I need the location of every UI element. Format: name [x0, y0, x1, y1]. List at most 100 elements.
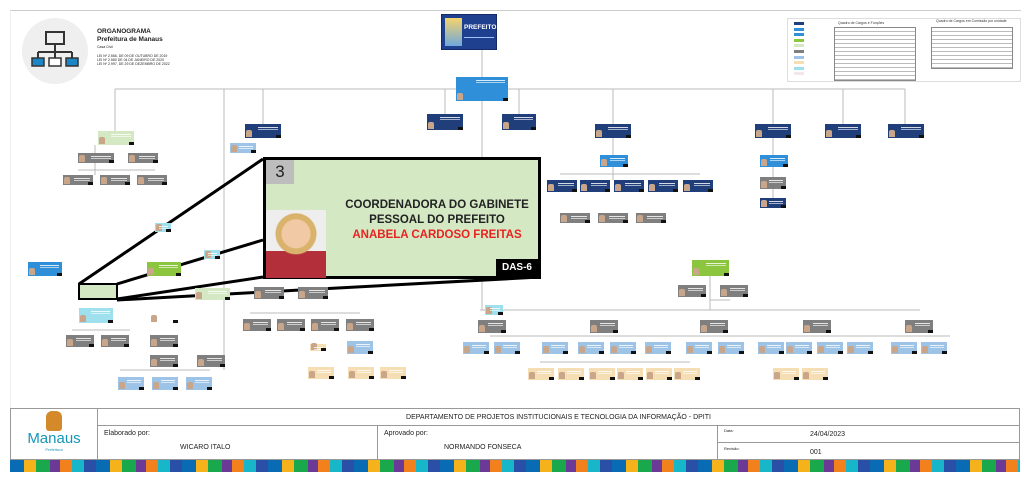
org-unit-box[interactable] — [150, 311, 178, 323]
org-unit-box[interactable] — [773, 368, 799, 380]
level-tag — [108, 320, 113, 323]
org-unit-box[interactable] — [617, 368, 643, 380]
org-unit-box[interactable] — [128, 153, 158, 163]
org-unit-box[interactable] — [817, 342, 843, 354]
org-unit-box[interactable] — [678, 285, 706, 297]
org-unit-box[interactable] — [580, 180, 610, 192]
org-unit-box[interactable] — [645, 342, 671, 354]
org-unit-box[interactable] — [636, 213, 666, 223]
org-unit-box[interactable] — [590, 320, 618, 333]
org-unit-box[interactable] — [311, 319, 339, 331]
org-unit-box[interactable] — [888, 124, 924, 138]
org-unit-box[interactable] — [600, 155, 628, 167]
highlight-callout[interactable]: 3 COORDENADORA DO GABINETE PESSOAL DO PR… — [263, 157, 541, 279]
org-unit-box[interactable] — [547, 180, 577, 192]
org-unit-box[interactable] — [150, 335, 178, 347]
org-unit-box[interactable] — [683, 180, 713, 192]
org-unit-box[interactable] — [380, 367, 406, 379]
org-unit-box[interactable] — [478, 320, 506, 333]
org-unit-box[interactable] — [186, 377, 212, 390]
org-unit-box[interactable] — [310, 343, 326, 351]
org-unit-box[interactable] — [78, 153, 114, 163]
org-unit-box[interactable] — [118, 377, 144, 390]
org-unit-box[interactable] — [101, 335, 129, 347]
org-unit-box[interactable] — [348, 367, 374, 379]
org-unit-box[interactable] — [686, 342, 712, 354]
org-unit-box[interactable] — [298, 287, 328, 299]
org-unit-box[interactable] — [595, 124, 631, 138]
org-unit-box[interactable] — [720, 285, 748, 297]
prefeito-box[interactable]: PREFEITO — [441, 14, 497, 50]
logo-text: Manaus — [27, 430, 81, 447]
org-unit-box[interactable] — [254, 287, 284, 299]
org-unit-box[interactable] — [825, 124, 861, 138]
org-unit-box[interactable] — [243, 319, 271, 331]
org-unit-box[interactable] — [155, 223, 171, 232]
org-unit-box[interactable] — [98, 131, 134, 145]
level-tag — [369, 376, 374, 379]
org-unit-box[interactable] — [847, 342, 873, 354]
org-unit-box[interactable] — [905, 320, 933, 333]
level-tag — [942, 351, 947, 354]
org-unit-box[interactable] — [346, 319, 374, 331]
org-unit-box[interactable] — [610, 342, 636, 354]
org-unit-box[interactable] — [66, 335, 94, 347]
level-tag — [661, 220, 666, 223]
org-unit-box[interactable] — [692, 260, 729, 276]
org-unit-box[interactable] — [79, 308, 113, 323]
org-unit-box[interactable] — [760, 155, 788, 167]
org-unit-box[interactable] — [150, 355, 178, 367]
org-unit-box[interactable] — [528, 368, 554, 380]
unit-label — [147, 178, 164, 179]
org-unit-box[interactable] — [542, 342, 568, 354]
org-unit-box[interactable] — [758, 342, 784, 354]
org-unit-box[interactable] — [802, 368, 828, 380]
org-unit-box[interactable] — [921, 342, 947, 354]
org-unit-box[interactable] — [803, 320, 831, 333]
org-unit-box[interactable] — [137, 175, 167, 185]
unit-label — [608, 127, 628, 128]
org-unit-box[interactable] — [718, 342, 744, 354]
org-unit-box[interactable] — [558, 368, 584, 380]
org-unit-box[interactable] — [674, 368, 700, 380]
org-unit-box[interactable] — [485, 305, 503, 315]
level-tag — [626, 135, 631, 138]
org-unit-box[interactable] — [456, 77, 508, 101]
org-unit-box[interactable] — [760, 198, 786, 208]
org-unit-box[interactable] — [494, 342, 520, 354]
org-unit-box[interactable] — [891, 342, 917, 354]
org-unit-box[interactable] — [648, 180, 678, 192]
org-unit-box[interactable] — [786, 342, 812, 354]
approved-cell: Aprovado por: NORMANDO FONSECA — [377, 426, 717, 460]
org-unit-box[interactable] — [230, 143, 256, 153]
org-unit-box[interactable] — [560, 213, 590, 223]
org-unit-box[interactable] — [760, 177, 786, 189]
level-tag — [323, 296, 328, 299]
unit-label — [320, 322, 336, 323]
org-unit-box[interactable] — [700, 320, 728, 333]
org-unit-box[interactable] — [195, 288, 230, 300]
org-unit-box[interactable] — [347, 341, 373, 354]
org-unit-box[interactable] — [28, 262, 62, 276]
org-unit-box[interactable] — [427, 114, 463, 130]
org-unit-box[interactable] — [646, 368, 672, 380]
org-unit-box[interactable] — [308, 367, 334, 379]
org-unit-box[interactable] — [63, 175, 93, 185]
org-unit-box[interactable] — [463, 342, 489, 354]
legend-swatch — [794, 33, 804, 37]
highlighted-unit-box[interactable] — [78, 283, 118, 300]
person-photo — [596, 130, 602, 137]
org-unit-box[interactable] — [100, 175, 130, 185]
org-unit-box[interactable] — [755, 124, 791, 138]
org-unit-box[interactable] — [197, 355, 225, 367]
org-unit-box[interactable] — [245, 124, 281, 138]
org-unit-box[interactable] — [578, 342, 604, 354]
org-unit-box[interactable] — [502, 114, 536, 130]
org-unit-box[interactable] — [277, 319, 305, 331]
org-unit-box[interactable] — [589, 368, 615, 380]
org-unit-box[interactable] — [598, 213, 628, 223]
org-unit-box[interactable] — [614, 180, 644, 192]
org-unit-box[interactable] — [152, 377, 178, 390]
org-unit-box[interactable] — [147, 262, 181, 276]
org-unit-box[interactable] — [204, 250, 220, 259]
